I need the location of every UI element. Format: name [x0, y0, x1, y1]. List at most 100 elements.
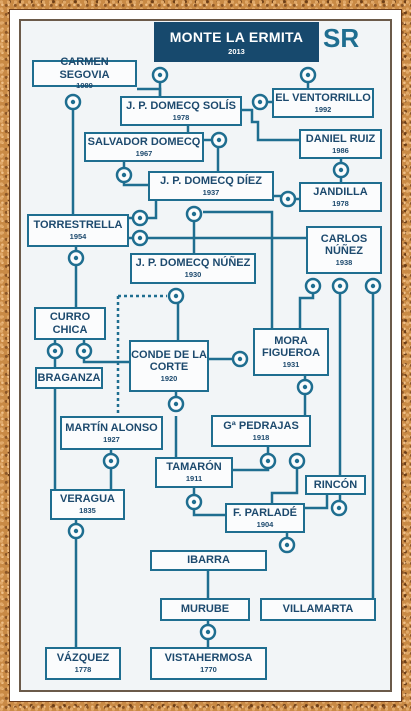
joint-dot	[302, 384, 308, 390]
joint-dot	[191, 211, 197, 217]
node-name: VILLAMARTA	[282, 603, 354, 616]
joint-dot	[205, 629, 211, 635]
connector-line	[203, 210, 274, 328]
node-year: 1930	[184, 270, 202, 279]
joint-dot	[284, 542, 290, 548]
node-name: JANDILLA	[313, 185, 368, 198]
connector-line	[137, 87, 162, 96]
node-year: 1920	[160, 373, 178, 383]
node-year: 1770	[200, 665, 217, 674]
joint-dot	[137, 235, 143, 241]
node-name: CARMEN SEGOVIA	[59, 56, 110, 81]
node-rincon: RINCÓN	[305, 475, 366, 495]
joint-dot	[108, 458, 114, 464]
joint-dot	[216, 137, 222, 143]
node-name: IBARRA	[187, 554, 230, 567]
node-name: MARTÍN ALONSO	[65, 421, 158, 434]
node-name: SALVADOR DOMECQ	[87, 135, 201, 148]
joint-dot	[157, 72, 163, 78]
node-name: DANIEL RUIZ	[305, 132, 376, 145]
joint-dot	[173, 401, 179, 407]
sr-logo: SR	[323, 23, 360, 53]
joint-dot	[81, 348, 87, 354]
node-name: J. P. DOMECQ SOLÍS	[126, 99, 236, 112]
node-name: CURRO CHICA	[49, 310, 91, 336]
node-name: EL VENTORRILLO	[275, 91, 371, 104]
node-year: 1978	[332, 198, 349, 208]
joint-dot	[305, 72, 311, 78]
joint-dot	[237, 356, 243, 362]
joint-dot	[337, 283, 343, 289]
title-text: MONTE LA ERMITA	[169, 28, 304, 45]
node-year: 1904	[256, 519, 274, 529]
joint-dot	[73, 255, 79, 261]
joint-dot	[52, 348, 58, 354]
joint-dot	[70, 99, 76, 105]
joint-dot	[265, 458, 271, 464]
node-name: TAMARÓN	[166, 461, 222, 474]
joint-dot	[336, 505, 342, 511]
joint-dot	[173, 293, 179, 299]
node-name: VERAGUA	[59, 493, 115, 506]
node-name: RINCÓN	[313, 478, 358, 491]
joint-dot	[370, 283, 376, 289]
node-murube: MURUBE	[160, 598, 250, 621]
joint-dot	[310, 283, 316, 289]
node-year: 1992	[314, 104, 332, 114]
joint-dot	[137, 215, 143, 221]
node-braganza: BRAGANZA	[35, 367, 103, 389]
node-name: MURUBE	[180, 603, 230, 616]
node-year: 1927	[103, 434, 120, 444]
node-name: VÁZQUEZ	[56, 652, 110, 665]
node-year: 1938	[335, 257, 353, 267]
joint-dot	[285, 196, 291, 202]
joint-dot	[257, 99, 263, 105]
node-year: 1835	[79, 506, 96, 515]
node-villamarta: VILLAMARTA	[260, 598, 376, 621]
connector-line	[242, 108, 299, 142]
node-year: 1911	[185, 474, 203, 483]
node-name: J. P. DOMECQ NÚÑEZ	[135, 257, 251, 270]
node-name: TORRESTRELLA	[33, 219, 123, 232]
title-year: 2013	[228, 46, 245, 56]
joint-dot	[338, 167, 344, 173]
node-name: MORA FIGUEROA	[261, 334, 321, 360]
node-year: 1937	[202, 187, 220, 197]
node-name: J. P. DOMECQ DÍEZ	[160, 174, 262, 187]
node-year: 1778	[74, 665, 92, 674]
joint-dot	[121, 172, 127, 178]
connector-line	[305, 495, 329, 510]
node-year: 1978	[172, 112, 190, 122]
node-year: 1986	[332, 145, 349, 155]
joint-dot	[191, 499, 197, 505]
node-name: CONDE DE LA CORTE	[131, 348, 207, 374]
node-name: F. PARLADÉ	[233, 506, 297, 519]
node-year: 1954	[69, 232, 87, 241]
node-curro: CURRO CHICA	[34, 307, 106, 340]
node-name: VISTAHERMOSA	[164, 652, 253, 665]
node-name: BRAGANZA	[37, 371, 101, 384]
node-year: 1931	[282, 359, 300, 369]
node-year: 1918	[252, 432, 270, 442]
